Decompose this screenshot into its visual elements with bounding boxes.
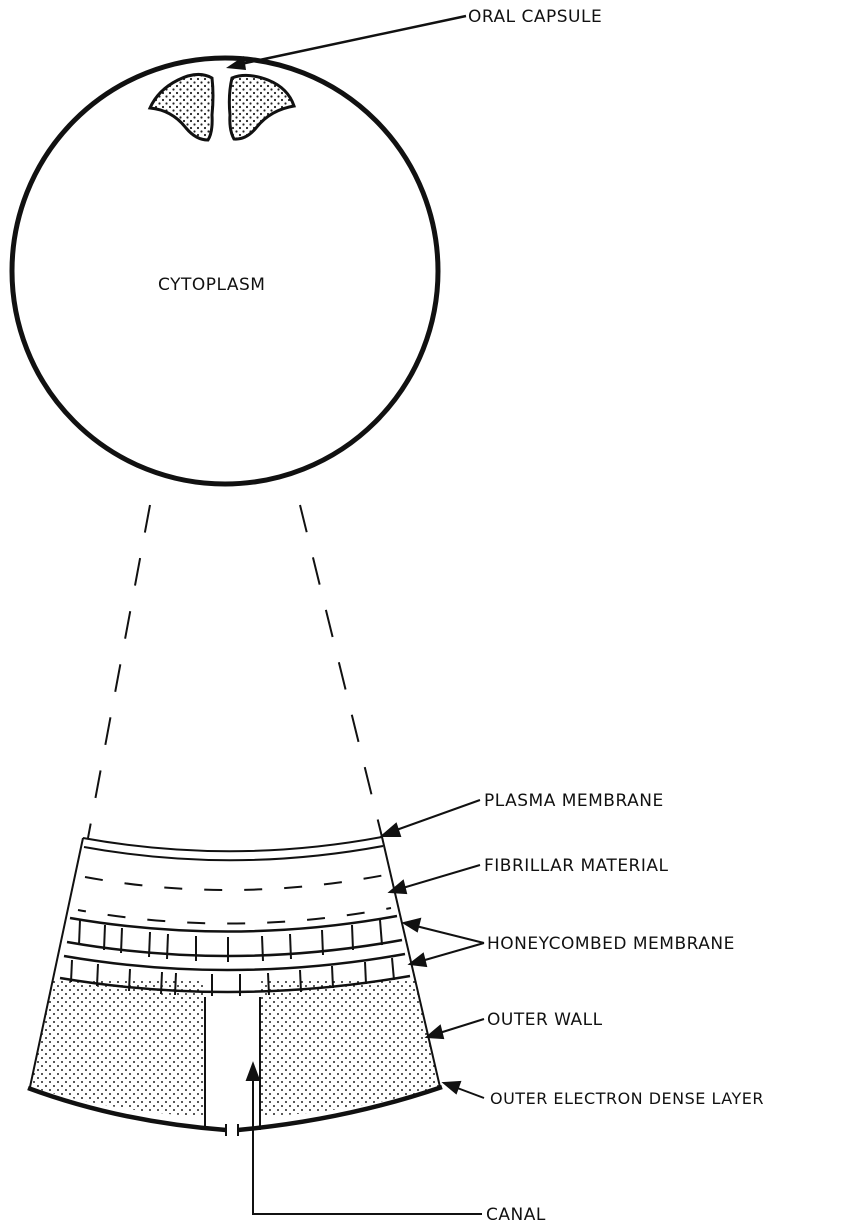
wall-cross-section — [20, 837, 450, 1150]
oral-capsule — [150, 74, 294, 140]
plasma-membrane-line-inner — [84, 846, 383, 860]
projection-line-left — [88, 505, 150, 838]
outer-wall-label: OUTER WALL — [487, 1010, 603, 1030]
oral-capsule-pointer — [236, 16, 466, 65]
oral-capsule-label: ORAL CAPSULE — [468, 7, 602, 27]
plasma-membrane-label: PLASMA MEMBRANE — [484, 791, 664, 811]
fibrillar-material-label: FIBRILLAR MATERIAL — [484, 856, 669, 876]
cell-membrane-outline — [12, 58, 438, 484]
outer-electron-dense-layer-label: OUTER ELECTRON DENSE LAYER — [490, 1089, 764, 1108]
oral-capsule-left-lobe — [150, 74, 213, 140]
plasma-membrane-line — [83, 837, 382, 851]
canal-opening — [205, 975, 260, 1145]
oral-capsule-right-lobe — [229, 75, 294, 139]
projection-line-right — [300, 505, 382, 837]
honeycombed-membrane-label: HONEYCOMBED MEMBRANE — [487, 934, 735, 954]
canal-label: CANAL — [486, 1205, 546, 1225]
fibrillar-dashes — [78, 875, 391, 924]
cytoplasm-label: CYTOPLASM — [158, 275, 265, 295]
